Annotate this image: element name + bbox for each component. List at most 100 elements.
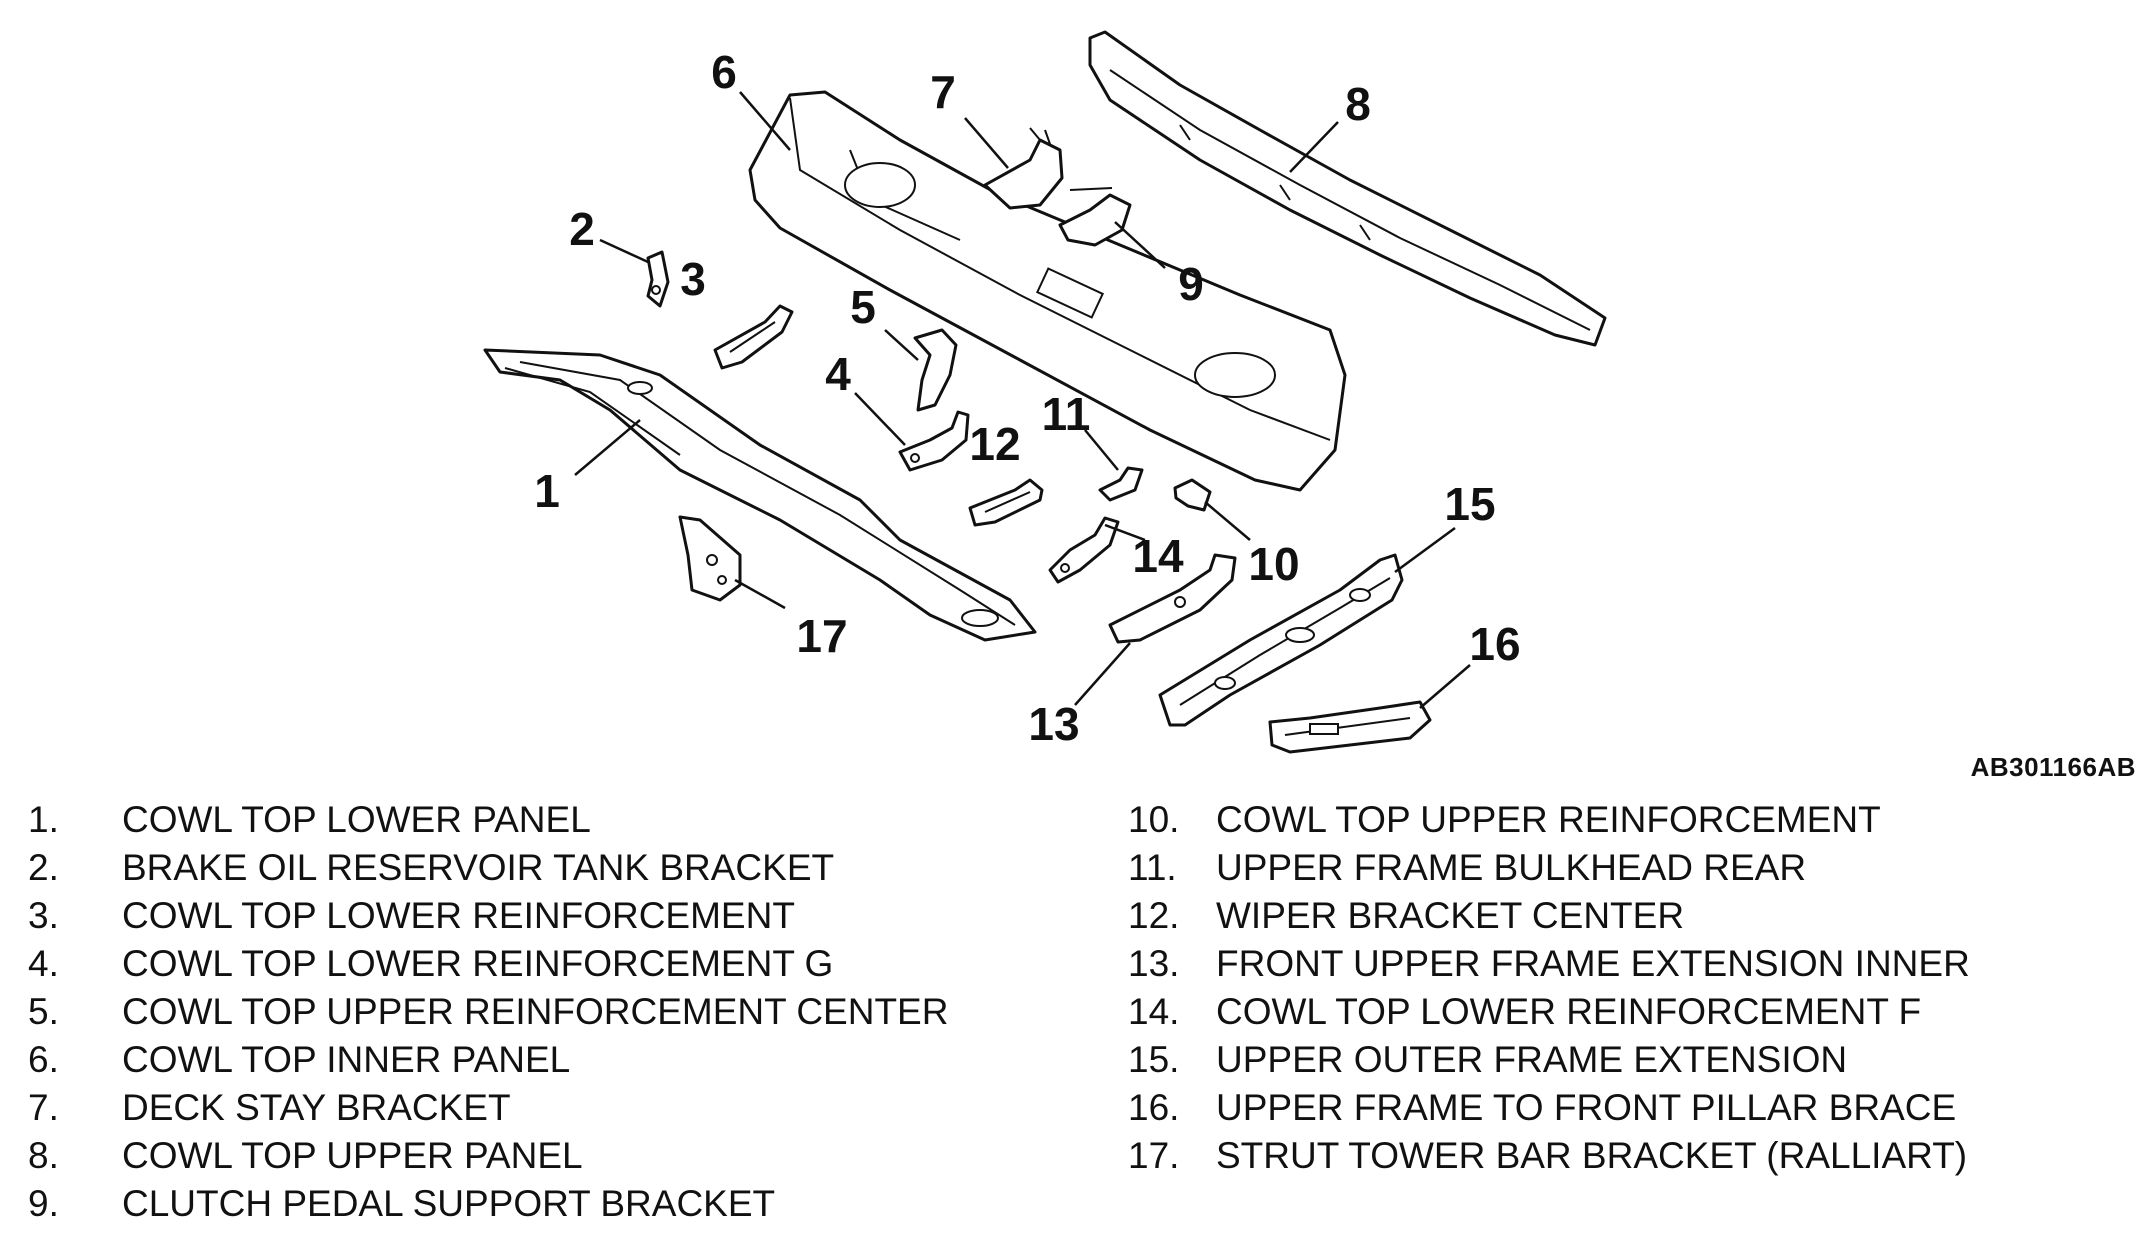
legend-number: 1.	[28, 799, 59, 840]
legend-item-12: 12. WIPER BRACKET CENTER	[1128, 892, 1970, 940]
legend-item-16: 16. UPPER FRAME TO FRONT PILLAR BRACE	[1128, 1084, 1970, 1132]
legend-item-10: 10. COWL TOP UPPER REINFORCEMENT	[1128, 796, 1970, 844]
legend-number: 12.	[1128, 895, 1180, 936]
leader-lines	[574, 91, 1471, 709]
legend-item-13: 13. FRONT UPPER FRAME EXTENSION INNER	[1128, 940, 1970, 988]
legend-right-column: 10. COWL TOP UPPER REINFORCEMENT 11. UPPER…	[1128, 796, 1970, 1180]
part-12-wiper-bracket-center	[968, 478, 1044, 527]
callout-12: 12	[969, 418, 1020, 470]
part-11-upper-frame-bulkhead-rear	[1098, 466, 1144, 502]
legend-item-8: 8.COWL TOP UPPER PANEL	[28, 1132, 948, 1180]
legend-number: 16.	[1128, 1087, 1180, 1128]
legend-number: 2.	[28, 847, 59, 888]
legend-number: 11.	[1128, 847, 1177, 888]
callout-4: 4	[825, 348, 851, 400]
leader-1	[574, 419, 641, 476]
leader-2	[599, 238, 649, 264]
legend-label: BRAKE OIL RESERVOIR TANK BRACKET	[122, 847, 835, 888]
part-14-cowl-top-lower-reinforcement-f	[1048, 516, 1120, 584]
legend-item-6: 6.COWL TOP INNER PANEL	[28, 1036, 948, 1084]
legend-item-17: 17. STRUT TOWER BAR BRACKET (RALLIART)	[1128, 1132, 1970, 1180]
legend-number: 14.	[1128, 991, 1180, 1032]
callout-2: 2	[569, 203, 595, 255]
part-8-cowl-top-upper-panel	[1088, 30, 1607, 347]
legend-item-2: 2. BRAKE OIL RESERVOIR TANK BRACKET	[28, 844, 948, 892]
part-2-brake-oil-reservoir-tank-bracket	[646, 250, 670, 308]
part-10-cowl-top-upper-reinforcement	[1173, 478, 1212, 512]
leader-10	[1204, 501, 1251, 541]
legend-number: 8.	[28, 1135, 59, 1176]
legend-item-14: 14. COWL TOP LOWER REINFORCEMENT F	[1128, 988, 1970, 1036]
leader-7	[964, 117, 1009, 169]
legend-item-3: 3. COWL TOP LOWER REINFORCEMENT	[28, 892, 948, 940]
legend-number: 5.	[28, 991, 59, 1032]
part-13-front-upper-frame-extension-inner	[1108, 553, 1237, 644]
legend-item-9: 9. CLUTCH PEDAL SUPPORT BRACKET	[28, 1180, 948, 1228]
legend-label: COWL TOP LOWER REINFORCEMENT F	[1216, 991, 1922, 1032]
legend-number: 15.	[1128, 1039, 1180, 1080]
callout-7: 7	[930, 66, 956, 118]
legend-number: 13.	[1128, 943, 1180, 984]
leader-16	[1419, 664, 1471, 709]
legend-label: COWL TOP INNER PANEL	[122, 1039, 571, 1080]
legend-label: CLUTCH PEDAL SUPPORT BRACKET	[122, 1183, 776, 1224]
legend-number: 3.	[28, 895, 59, 936]
legend-label: COWL TOP LOWER REINFORCEMENT	[122, 895, 795, 936]
part-17-strut-tower-bar-bracket	[678, 515, 742, 602]
legend-item-5: 5. COWL TOP UPPER REINFORCEMENT CENTER	[28, 988, 948, 1036]
legend-number: 4.	[28, 943, 59, 984]
legend-label: COWL TOP UPPER REINFORCEMENT CENTER	[122, 991, 949, 1032]
part-1-cowl-top-lower-panel	[483, 348, 1037, 642]
legend-label: UPPER FRAME BULKHEAD REAR	[1216, 847, 1807, 888]
legend-label: COWL TOP UPPER REINFORCEMENT	[1216, 799, 1881, 840]
legend-item-15: 15. UPPER OUTER FRAME EXTENSION	[1128, 1036, 1970, 1084]
legend-label: COWL TOP LOWER PANEL	[122, 799, 591, 840]
legend-item-4: 4.COWL TOP LOWER REINFORCEMENT G	[28, 940, 948, 988]
callout-1: 1	[534, 465, 560, 517]
legend-number: 10.	[1128, 799, 1180, 840]
callout-11: 11	[1042, 388, 1091, 440]
legend-number: 9.	[28, 1183, 59, 1224]
figure-code: AB301166AB	[1970, 752, 2136, 782]
callout-6: 6	[711, 46, 737, 98]
part-15-upper-outer-frame-extension	[1158, 553, 1404, 727]
part-16-upper-frame-to-front-pillar-brace	[1268, 700, 1432, 754]
leader-11	[1084, 429, 1119, 471]
leader-15	[1394, 526, 1456, 574]
callout-16: 16	[1469, 618, 1520, 670]
callout-17: 17	[796, 610, 847, 662]
legend-label: UPPER OUTER FRAME EXTENSION	[1216, 1039, 1848, 1080]
leader-14	[1104, 523, 1146, 542]
leader-9	[1114, 221, 1166, 269]
leader-8	[1289, 121, 1339, 173]
part-5-cowl-top-upper-reinforcement-center	[913, 328, 958, 412]
part-9-clutch-pedal-support-bracket	[1058, 187, 1132, 247]
legend-item-11: 11. UPPER FRAME BULKHEAD REAR	[1128, 844, 1970, 892]
callout-numbers: 1 2 3 4 5 6 7 8 9 10 11 12 13 14 15 16 1…	[534, 46, 1520, 750]
exploded-parts-diagram: 1 2 3 4 5 6 7 8 9 10 11 12 13 14 15 16 1…	[483, 30, 1607, 754]
part-7-deck-stay-bracket	[983, 127, 1064, 210]
callout-8: 8	[1345, 78, 1371, 130]
legend-label: STRUT TOWER BAR BRACKET (RALLIART)	[1216, 1135, 1968, 1176]
legend-label: UPPER FRAME TO FRONT PILLAR BRACE	[1216, 1087, 1957, 1128]
legend-number: 17.	[1128, 1135, 1180, 1176]
callout-13: 13	[1028, 698, 1079, 750]
callout-14: 14	[1132, 530, 1184, 582]
legend-label: DECK STAY BRACKET	[122, 1087, 511, 1128]
legend-label: WIPER BRACKET CENTER	[1216, 895, 1685, 936]
legend-item-7: 7. DECK STAY BRACKET	[28, 1084, 948, 1132]
leader-6	[739, 91, 791, 151]
leader-4	[854, 392, 906, 446]
leader-5	[884, 329, 919, 361]
callout-15: 15	[1444, 478, 1495, 530]
part-6-cowl-top-inner-panel	[748, 90, 1347, 492]
legend-number: 7.	[28, 1087, 59, 1128]
callout-5: 5	[850, 281, 876, 333]
legend-left-column: 1. COWL TOP LOWER PANEL 2. BRAKE OIL RESER…	[28, 796, 948, 1228]
callout-10: 10	[1248, 538, 1299, 590]
legend-label: FRONT UPPER FRAME EXTENSION INNER	[1216, 943, 1970, 984]
callout-9: 9	[1178, 258, 1204, 310]
leader-17	[734, 578, 786, 610]
legend-item-1: 1. COWL TOP LOWER PANEL	[28, 796, 948, 844]
part-3-cowl-top-lower-reinforcement	[713, 304, 794, 370]
